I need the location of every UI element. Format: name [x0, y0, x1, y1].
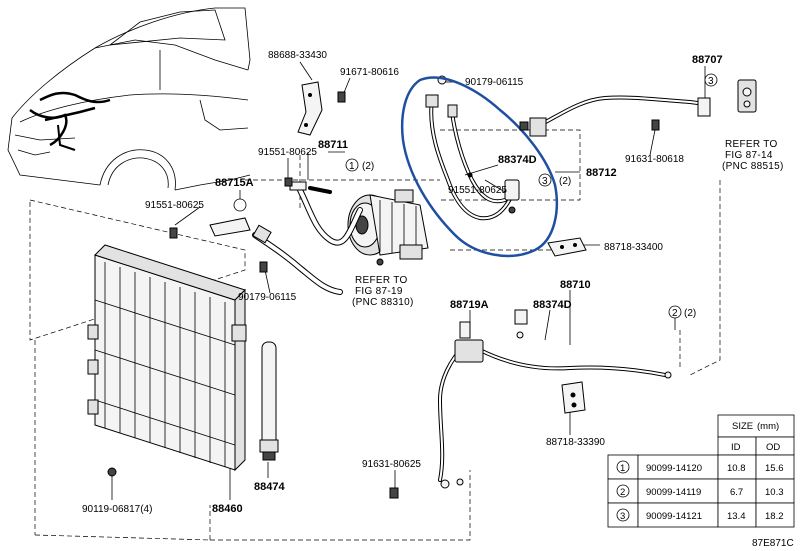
part-labels: 88688-33430 91671-80616 90179-06115 8870…	[82, 50, 794, 549]
callout-2d: (2)	[684, 308, 696, 319]
label-91631b: 91631-80625	[362, 459, 421, 470]
label-88474: 88474	[254, 481, 285, 493]
callout-3: 3	[542, 176, 548, 187]
row1-no: 1	[620, 463, 625, 474]
label-91671: 91671-80616	[340, 67, 399, 78]
ref1-line3: (PNC 88515)	[722, 161, 784, 172]
ref2-line3: (PNC 88310)	[352, 297, 414, 308]
hose-assembly-88712	[425, 75, 520, 221]
ref2-line2: FIG 87-19	[355, 286, 403, 297]
size-title: SIZE	[732, 421, 753, 432]
label-88712: 88712	[586, 167, 617, 179]
bracket-88718-33400	[547, 237, 587, 257]
size-table: SIZE (mm) ID OD 1 90099-14120 10.8 15.6 …	[607, 414, 795, 528]
hose-88711	[289, 181, 363, 246]
car-outline-icon	[7, 7, 251, 191]
label-88460: 88460	[212, 503, 243, 515]
label-88719a: 88719A	[450, 299, 489, 311]
row1-od: 15.6	[765, 463, 784, 474]
expansion-valve-icon	[737, 79, 757, 113]
callout-2: (2)	[362, 161, 374, 172]
label-88688: 88688-33430	[268, 50, 327, 61]
highlight-outline	[400, 76, 559, 258]
bolts	[169, 177, 399, 499]
label-88710: 88710	[560, 279, 591, 291]
ref1-line2: FIG 87-14	[725, 150, 773, 161]
row3-no: 3	[620, 511, 625, 522]
label-88718b: 88718-33390	[546, 437, 605, 448]
col-id: ID	[731, 442, 741, 453]
callout-1: 1	[349, 161, 355, 172]
compressor-icon	[347, 189, 429, 266]
diagram-code: 87E871C	[752, 538, 794, 549]
label-91551a: 91551-80625	[258, 147, 317, 158]
col-od: OD	[766, 442, 780, 453]
label-91631a: 91631-80618	[625, 154, 684, 165]
row2-od: 10.3	[765, 487, 784, 498]
row2-no: 2	[620, 487, 625, 498]
label-88374d-mid: 88374D	[533, 299, 572, 311]
label-90119: 90119-06817(4)	[82, 504, 152, 515]
ref1-line1: REFER TO	[725, 139, 778, 150]
condenser-icon	[87, 244, 247, 477]
refer-to-blocks: REFER TO FIG 87-14 (PNC 88515) REFER TO …	[352, 139, 784, 308]
label-88715a: 88715A	[215, 177, 254, 189]
label-88718a: 88718-33400	[604, 242, 663, 253]
row1-id: 10.8	[727, 463, 746, 474]
label-90179a: 90179-06115	[465, 77, 524, 88]
bracket-88718-33390	[561, 381, 586, 414]
bracket-88688	[297, 81, 346, 136]
callouts: 1 (2) 3 (2) 3 2 (2)	[233, 73, 718, 319]
row1-part: 90099-14120	[646, 463, 702, 474]
callout-3b: 3	[708, 76, 714, 87]
hose-88715a	[209, 217, 343, 295]
pipe-88707	[519, 95, 711, 137]
receiver-dryer-icon	[259, 341, 279, 461]
label-88707: 88707	[692, 54, 723, 66]
size-unit: (mm)	[757, 421, 779, 432]
row3-id: 13.4	[727, 511, 746, 522]
label-91551c: 91551-80625	[145, 200, 204, 211]
label-91551b: 91551-80625	[448, 185, 507, 196]
label-88374d-top: 88374D	[498, 154, 537, 166]
ref2-line1: REFER TO	[355, 275, 408, 286]
label-88711: 88711	[318, 139, 348, 151]
callout-2c: 2	[672, 308, 678, 319]
row3-part: 90099-14121	[646, 511, 702, 522]
row2-id: 6.7	[730, 487, 743, 498]
pipe-88710	[438, 309, 672, 489]
row2-part: 90099-14119	[646, 487, 701, 498]
row3-od: 18.2	[765, 511, 784, 522]
callout-2b: (2)	[559, 176, 571, 187]
label-90179b: 90179-06115	[238, 292, 297, 303]
